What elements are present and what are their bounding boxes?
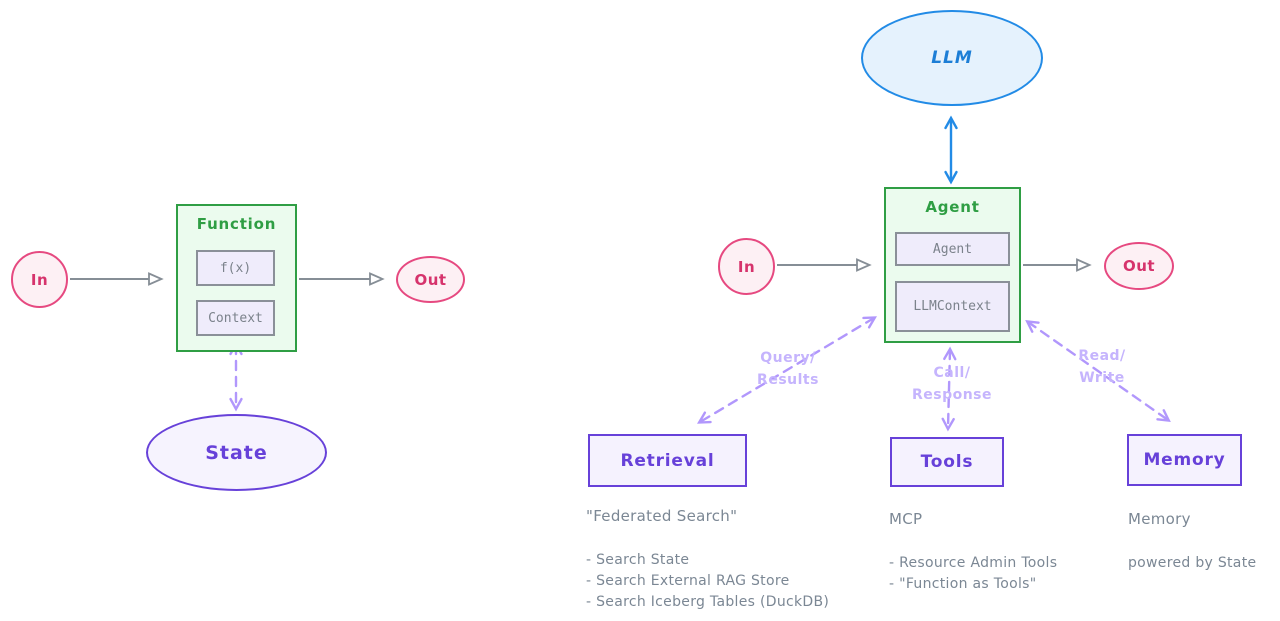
function-context-box: Context — [196, 300, 275, 336]
edge-label-query-results: Query/ Results — [733, 347, 843, 391]
memory-note-item: powered by State — [1128, 555, 1257, 571]
function-in-label: In — [30, 270, 49, 289]
function-out-node: Out — [396, 256, 465, 303]
retrieval-note-item: - Search External RAG Store — [586, 573, 790, 589]
edge-label-call-response: Call/ Response — [897, 362, 1007, 406]
function-container-title: Function — [196, 215, 277, 233]
memory-notes-title: Memory — [1128, 510, 1191, 528]
function-in-node: In — [11, 251, 68, 308]
retrieval-notes: "Federated Search" - Search State - Sear… — [586, 507, 876, 613]
edge-label-response: Response — [911, 387, 993, 403]
tools-node: Tools — [890, 437, 1004, 487]
agent-inner-llmcontext-label: LLMContext — [913, 299, 992, 314]
retrieval-label: Retrieval — [620, 450, 715, 471]
function-fx-box: f(x) — [196, 250, 275, 286]
agent-inner-llmcontext-box: LLMContext — [895, 281, 1010, 332]
memory-notes: Memory powered by State — [1128, 510, 1278, 574]
agent-in-label: In — [737, 257, 756, 276]
retrieval-node: Retrieval — [588, 434, 747, 487]
function-context-label: Context — [208, 310, 263, 326]
memory-node: Memory — [1127, 434, 1242, 486]
function-fx-label: f(x) — [219, 260, 252, 276]
llm-label: LLM — [931, 48, 973, 68]
edge-label-read-write: Read/ Write — [1047, 345, 1157, 389]
agent-in-node: In — [718, 238, 775, 295]
state-label: State — [205, 441, 268, 464]
tools-label: Tools — [920, 452, 974, 472]
agent-out-node: Out — [1104, 242, 1174, 290]
function-out-label: Out — [414, 270, 447, 289]
edge-label-write: Write — [1079, 370, 1125, 386]
tools-note-item: - Resource Admin Tools — [889, 555, 1058, 571]
tools-notes: MCP - Resource Admin Tools - "Function a… — [889, 510, 1099, 595]
edge-label-results: Results — [757, 372, 819, 388]
edge-label-query: Query/ — [760, 350, 816, 366]
llm-node: LLM — [861, 10, 1043, 106]
agent-inner-agent-box: Agent — [895, 232, 1010, 266]
retrieval-note-item: - Search Iceberg Tables (DuckDB) — [586, 594, 830, 610]
agent-out-label: Out — [1122, 257, 1156, 275]
tools-notes-items: - Resource Admin Tools - "Function as To… — [889, 553, 1099, 595]
retrieval-notes-items: - Search State - Search External RAG Sto… — [586, 550, 876, 613]
tools-notes-title: MCP — [889, 510, 923, 528]
tools-note-item: - "Function as Tools" — [889, 576, 1037, 592]
retrieval-notes-title: "Federated Search" — [586, 507, 738, 525]
agent-inner-agent-label: Agent — [932, 241, 973, 257]
agent-container-title: Agent — [925, 198, 980, 216]
state-node: State — [146, 414, 327, 491]
retrieval-note-item: - Search State — [586, 552, 690, 568]
edge-label-read: Read/ — [1078, 348, 1126, 364]
memory-label: Memory — [1143, 450, 1226, 470]
edge-label-call: Call/ — [933, 365, 971, 381]
memory-notes-items: powered by State — [1128, 553, 1278, 574]
